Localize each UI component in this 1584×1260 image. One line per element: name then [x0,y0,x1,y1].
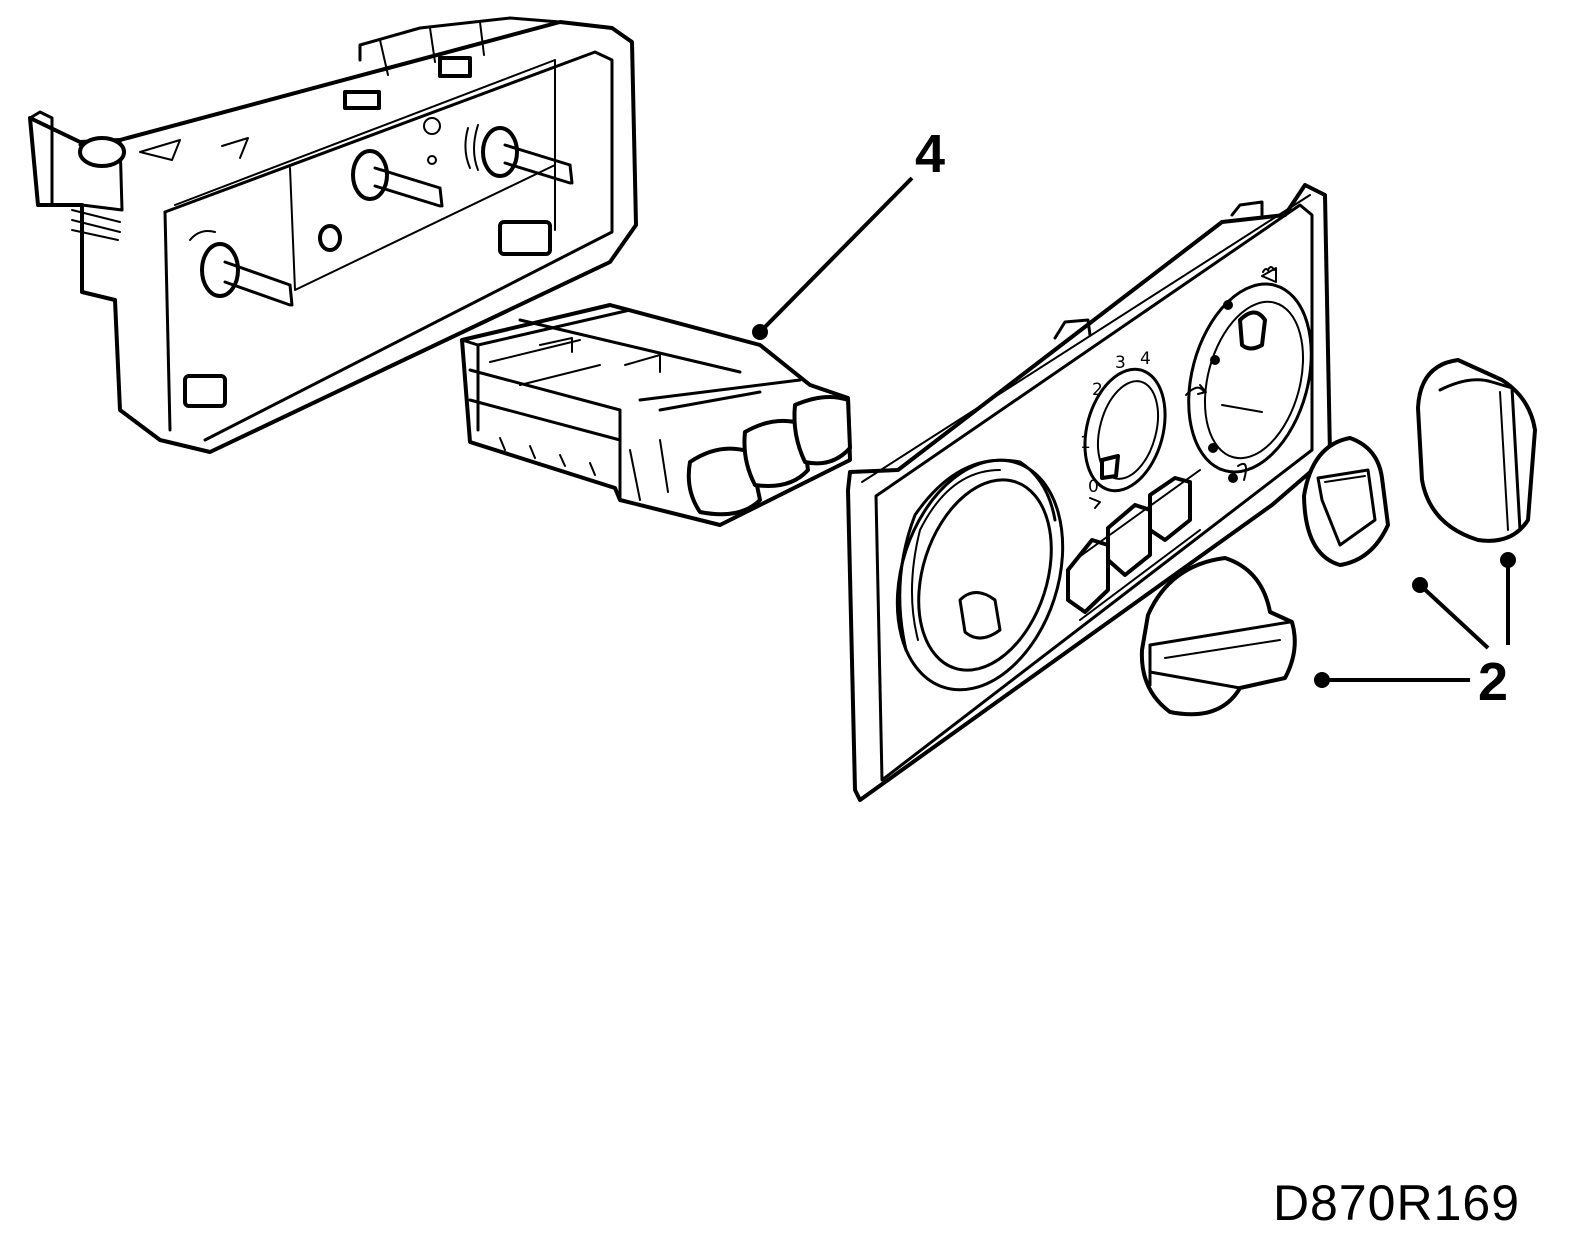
callout-4-leader [752,176,914,340]
callout-label-4: 4 [915,124,945,184]
fan-scale-1: 1 [1080,433,1091,453]
panel-dot-marker [1210,355,1220,365]
reference-code: D870R169 [1272,1175,1520,1231]
fan-scale-0: 0 [1088,477,1099,497]
front-panel-part [846,183,1332,802]
fan-scale-3: 3 [1115,353,1126,373]
fan-scale-4: 4 [1140,349,1151,369]
fan-icon [1089,497,1101,509]
callout-2-leaders [1314,552,1516,688]
heat-mode-icon [1237,462,1247,481]
control-knob [1302,436,1390,567]
control-knob [1139,556,1297,717]
fan-scale-2: 2 [1092,380,1103,400]
defrost-icon [1261,266,1277,283]
switch-module-part [460,303,852,527]
callout-label-2: 2 [1478,652,1508,712]
recirculation-icon [1185,384,1207,396]
panel-dot-marker [1228,473,1238,483]
panel-dot-marker [1223,300,1233,310]
control-knob [1416,358,1537,543]
panel-dot-marker [1208,443,1218,453]
rear-housing-part [28,16,638,454]
